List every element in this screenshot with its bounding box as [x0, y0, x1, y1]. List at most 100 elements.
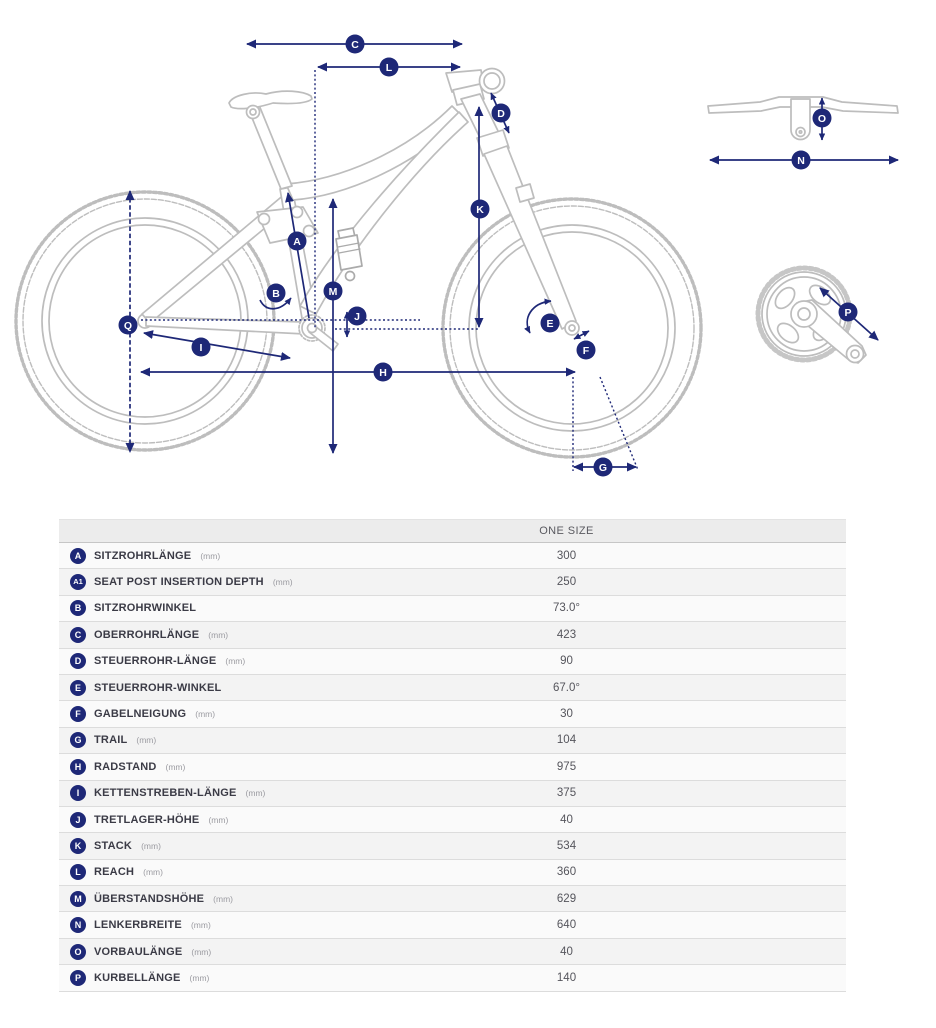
- svg-text:G: G: [599, 462, 607, 474]
- measure-line-a: [285, 192, 310, 319]
- marker-m: M: [323, 281, 343, 301]
- measure-arc-b: [259, 297, 292, 310]
- marker-j: J: [347, 306, 367, 326]
- svg-text:A: A: [293, 236, 301, 248]
- row-letter-badge: N: [70, 917, 86, 934]
- svg-text:Q: Q: [124, 320, 132, 332]
- row-unit: (mm): [272, 577, 293, 588]
- svg-text:P: P: [844, 307, 851, 319]
- svg-text:D: D: [497, 108, 505, 120]
- table-row: D STEUERROHR-LÄNGE (mm) 90: [59, 648, 846, 675]
- table-header-row: ONE SIZE: [59, 519, 846, 543]
- row-unit: (mm): [141, 840, 161, 851]
- marker-k: K: [470, 199, 490, 219]
- table-row: L REACH (mm) 360: [59, 859, 846, 887]
- row-unit: (mm): [143, 867, 163, 878]
- row-letter-badge: A: [70, 547, 86, 564]
- row-unit: (mm): [213, 893, 233, 904]
- row-letter-badge: M: [70, 890, 86, 907]
- table-row: H RADSTAND (mm) 975: [59, 754, 846, 781]
- table-row: A1 SEAT POST INSERTION DEPTH (mm) 250: [59, 569, 846, 596]
- table-row: K STACK (mm) 534: [59, 833, 846, 860]
- table-row: I KETTENSTREBEN-LÄNGE (mm) 375: [59, 780, 846, 807]
- row-label: TRAIL: [94, 734, 128, 747]
- row-value: 30: [560, 708, 573, 721]
- row-label: RADSTAND: [94, 760, 157, 773]
- steering-axis-dotted-line: [599, 376, 639, 471]
- row-label: SITZROHRWINKEL: [94, 602, 197, 615]
- row-value: 104: [556, 734, 577, 747]
- table-row: G TRAIL (mm) 104: [59, 727, 846, 755]
- row-unit: (mm): [190, 920, 211, 931]
- geometry-table: ONE SIZE A SITZROHRLÄNGE (mm) 300 A1 SEA…: [59, 519, 846, 992]
- row-label: KETTENSTREBEN-LÄNGE: [94, 787, 237, 800]
- row-value: 250: [556, 576, 577, 589]
- row-value: 300: [556, 549, 577, 562]
- row-label: ÜBERSTANDSHÖHE: [94, 892, 205, 905]
- row-letter-badge: G: [70, 732, 86, 749]
- row-value: 360: [556, 866, 577, 879]
- row-letter-badge: P: [70, 969, 86, 986]
- row-unit: (mm): [245, 788, 266, 799]
- front-wheel: [441, 197, 703, 459]
- row-letter-badge: J: [70, 811, 86, 828]
- row-label: STACK: [94, 839, 133, 852]
- row-unit: (mm): [191, 946, 212, 957]
- row-unit: (mm): [195, 709, 216, 720]
- row-letter-badge: I: [70, 785, 86, 802]
- marker-q: Q: [118, 315, 138, 335]
- row-value: 40: [560, 813, 573, 826]
- svg-text:N: N: [797, 155, 805, 167]
- row-label: LENKERBREITE: [94, 919, 182, 932]
- table-row: F GABELNEIGUNG (mm) 30: [59, 701, 846, 728]
- row-unit: (mm): [200, 550, 221, 561]
- row-value: 67.0°: [553, 681, 580, 694]
- table-row: A SITZROHRLÄNGE (mm) 300: [59, 543, 846, 570]
- row-unit: (mm): [165, 761, 186, 772]
- marker-a: A: [287, 231, 307, 251]
- table-row: B SITZROHRWINKEL 73.0°: [59, 595, 846, 623]
- measure-line-i: [143, 330, 291, 361]
- table-row: E STEUERROHR-WINKEL 67.0°: [59, 674, 846, 702]
- row-unit: (mm): [189, 972, 210, 983]
- row-letter-badge: C: [70, 626, 86, 643]
- svg-text:B: B: [272, 288, 280, 300]
- table-row: C OBERROHRLÄNGE (mm) 423: [59, 622, 846, 649]
- row-label: KURBELLÄNGE: [94, 971, 181, 984]
- svg-text:M: M: [329, 286, 338, 298]
- marker-e: E: [540, 313, 560, 333]
- row-value: 90: [560, 655, 573, 668]
- svg-text:F: F: [583, 345, 590, 357]
- row-unit: (mm): [225, 656, 246, 667]
- marker-g: G: [593, 457, 613, 477]
- row-label: VORBAULÄNGE: [94, 945, 183, 958]
- row-unit: (mm): [136, 735, 157, 746]
- measure-line-f: [573, 330, 590, 340]
- row-label: TRETLAGER-HÖHE: [94, 813, 200, 826]
- row-value: 140: [556, 971, 577, 984]
- row-letter-badge: E: [70, 679, 86, 696]
- bike-geometry-diagram: C L D K A B M J Q I H E F G O N P: [14, 34, 899, 477]
- row-label: GABELNEIGUNG: [94, 708, 187, 721]
- row-unit: (mm): [208, 629, 229, 640]
- handlebar-top-view: [707, 96, 899, 141]
- row-label: SEAT POST INSERTION DEPTH: [94, 576, 264, 589]
- row-label: STEUERROHR-WINKEL: [94, 681, 222, 694]
- marker-b: B: [266, 283, 286, 303]
- table-row: N LENKERBREITE (mm) 640: [59, 912, 846, 939]
- row-letter-badge: A1: [70, 574, 86, 591]
- svg-text:E: E: [546, 318, 553, 330]
- svg-text:H: H: [379, 367, 387, 379]
- svg-text:C: C: [351, 39, 359, 51]
- row-label: STEUERROHR-LÄNGE: [94, 655, 217, 668]
- fork: [476, 129, 580, 336]
- row-value: 534: [556, 839, 577, 852]
- svg-text:I: I: [200, 342, 203, 354]
- row-letter-badge: K: [70, 837, 86, 854]
- table-row: J TRETLAGER-HÖHE (mm) 40: [59, 806, 846, 834]
- svg-text:O: O: [818, 113, 826, 125]
- measure-arc-e: [524, 298, 552, 334]
- row-label: REACH: [94, 866, 135, 879]
- row-letter-badge: L: [70, 864, 86, 881]
- marker-d: D: [491, 103, 511, 123]
